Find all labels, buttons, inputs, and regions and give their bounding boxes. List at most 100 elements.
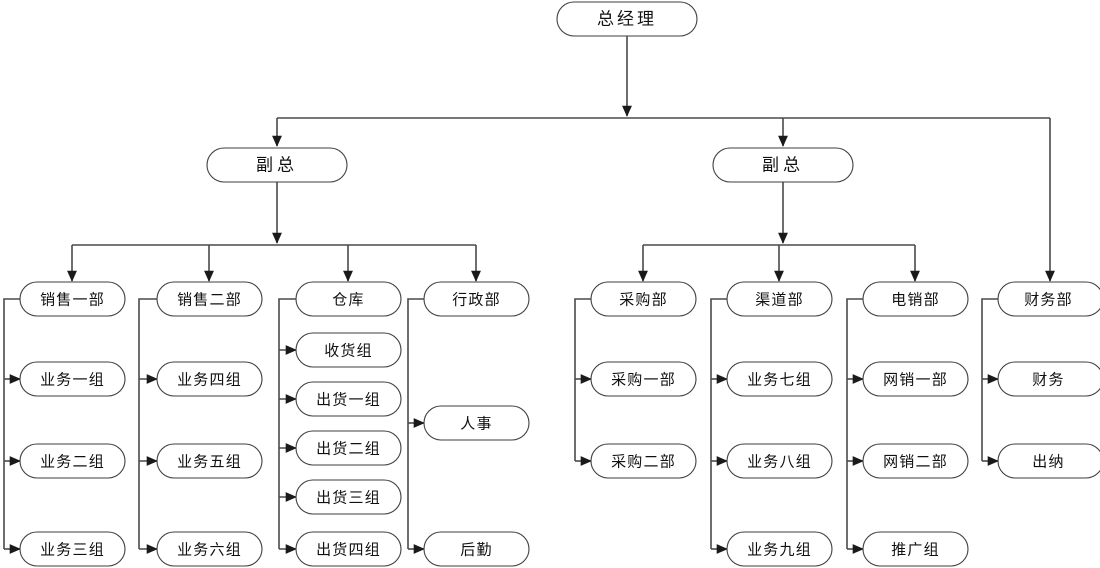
node-shape-business-group-6 [156,531,263,567]
node-shape-shipping-group-3 [295,479,402,515]
node-label-accounting: 财务 [1032,371,1064,389]
node-business-group-5[interactable]: 业务五组 [156,443,263,479]
node-label-online-sales-2: 网销二部 [883,453,948,471]
node-label-general-manager: 总经理 [597,10,657,30]
node-purchase-dept[interactable]: 采购部 [590,281,697,317]
node-vice-president-left[interactable]: 副总 [206,147,348,183]
node-shape-admin-dept [423,281,530,317]
connector-spine-sales1 [3,298,20,549]
node-finance-dept[interactable]: 财务部 [997,281,1100,317]
node-shape-channel-dept [726,281,833,317]
node-shape-business-group-7 [726,361,833,397]
node-label-purchase-section-1: 采购一部 [611,371,676,389]
node-shape-shipping-group-1 [295,381,402,417]
node-business-group-2[interactable]: 业务二组 [19,443,126,479]
node-business-group-1[interactable]: 业务一组 [19,361,126,397]
node-label-purchase-section-2: 采购二部 [611,453,676,471]
node-shape-warehouse [295,281,402,317]
node-human-resources[interactable]: 人事 [423,405,530,441]
node-label-vice-president-left: 副总 [256,156,298,176]
node-shipping-group-4[interactable]: 出货四组 [295,531,402,567]
node-label-business-group-4: 业务四组 [177,371,242,389]
node-telesales-dept[interactable]: 电销部 [862,281,969,317]
node-shape-sales-dept-1 [19,281,126,317]
node-label-sales-dept-1: 销售一部 [40,291,105,309]
node-business-group-4[interactable]: 业务四组 [156,361,263,397]
node-channel-dept[interactable]: 渠道部 [726,281,833,317]
node-label-telesales-dept: 电销部 [891,291,940,309]
node-business-group-9[interactable]: 业务九组 [726,531,833,567]
node-label-sales-dept-2: 销售二部 [177,291,242,309]
node-shape-shipping-group-4 [295,531,402,567]
node-business-group-6[interactable]: 业务六组 [156,531,263,567]
node-label-shipping-group-1: 出货一组 [316,391,381,409]
node-shape-vice-president-left [206,147,348,183]
node-label-business-group-5: 业务五组 [177,453,242,471]
node-shipping-group-2[interactable]: 出货二组 [295,430,402,466]
node-sales-dept-1[interactable]: 销售一部 [19,281,126,317]
node-logistics[interactable]: 后勤 [423,531,530,567]
node-label-business-group-1: 业务一组 [40,371,105,389]
node-label-business-group-3: 业务三组 [40,541,105,559]
node-label-logistics: 后勤 [460,541,492,559]
node-label-business-group-8: 业务八组 [747,453,812,471]
node-shape-sales-dept-2 [156,281,263,317]
connector-spine-purchase [574,298,591,461]
node-receiving-group[interactable]: 收货组 [295,332,402,368]
node-label-business-group-9: 业务九组 [747,541,812,559]
node-layer: 总经理 副总 副总 销售一部 销售二部 仓库 [19,1,1100,567]
node-shape-business-group-9 [726,531,833,567]
node-shape-business-group-8 [726,443,833,479]
node-label-cashier: 出纳 [1032,453,1064,471]
node-label-shipping-group-3: 出货三组 [316,489,381,507]
node-shape-telesales-dept [862,281,969,317]
node-shape-business-group-3 [19,531,126,567]
node-shape-business-group-4 [156,361,263,397]
node-label-online-sales-1: 网销一部 [883,371,948,389]
node-cashier[interactable]: 出纳 [997,443,1100,479]
node-shape-cashier [997,443,1100,479]
node-online-sales-1[interactable]: 网销一部 [862,361,969,397]
node-warehouse[interactable]: 仓库 [295,281,402,317]
node-shape-vice-president-right [712,147,854,183]
node-shape-purchase-section-2 [590,443,697,479]
node-label-admin-dept: 行政部 [452,291,501,309]
node-purchase-section-1[interactable]: 采购一部 [590,361,697,397]
node-general-manager[interactable]: 总经理 [556,1,698,37]
node-label-shipping-group-2: 出货二组 [316,440,381,458]
connector-spine-sales2 [138,298,157,549]
node-accounting[interactable]: 财务 [997,361,1100,397]
node-online-sales-2[interactable]: 网销二部 [862,443,969,479]
node-sales-dept-2[interactable]: 销售二部 [156,281,263,317]
node-shipping-group-3[interactable]: 出货三组 [295,479,402,515]
node-shape-business-group-2 [19,443,126,479]
node-shape-human-resources [423,405,530,441]
node-label-purchase-dept: 采购部 [619,291,668,309]
node-label-business-group-7: 业务七组 [747,371,812,389]
node-business-group-8[interactable]: 业务八组 [726,443,833,479]
node-shape-business-group-1 [19,361,126,397]
connector-spine-warehouse [278,298,296,549]
node-business-group-7[interactable]: 业务七组 [726,361,833,397]
node-label-vice-president-right: 副总 [762,156,804,176]
node-shape-online-sales-2 [862,443,969,479]
node-label-shipping-group-4: 出货四组 [316,541,381,559]
node-label-promotion-group: 推广组 [891,541,940,559]
node-admin-dept[interactable]: 行政部 [423,281,530,317]
node-shape-online-sales-1 [862,361,969,397]
node-shape-receiving-group [295,332,402,368]
node-vice-president-right[interactable]: 副总 [712,147,854,183]
node-shape-logistics [423,531,530,567]
node-purchase-section-2[interactable]: 采购二部 [590,443,697,479]
node-shipping-group-1[interactable]: 出货一组 [295,381,402,417]
connector-spine-finance [981,298,998,461]
node-shape-promotion-group [862,531,969,567]
node-shape-finance-dept [997,281,1100,317]
node-business-group-3[interactable]: 业务三组 [19,531,126,567]
node-label-business-group-6: 业务六组 [177,541,242,559]
node-promotion-group[interactable]: 推广组 [862,531,969,567]
node-shape-purchase-dept [590,281,697,317]
node-label-business-group-2: 业务二组 [40,453,105,471]
node-shape-shipping-group-2 [295,430,402,466]
